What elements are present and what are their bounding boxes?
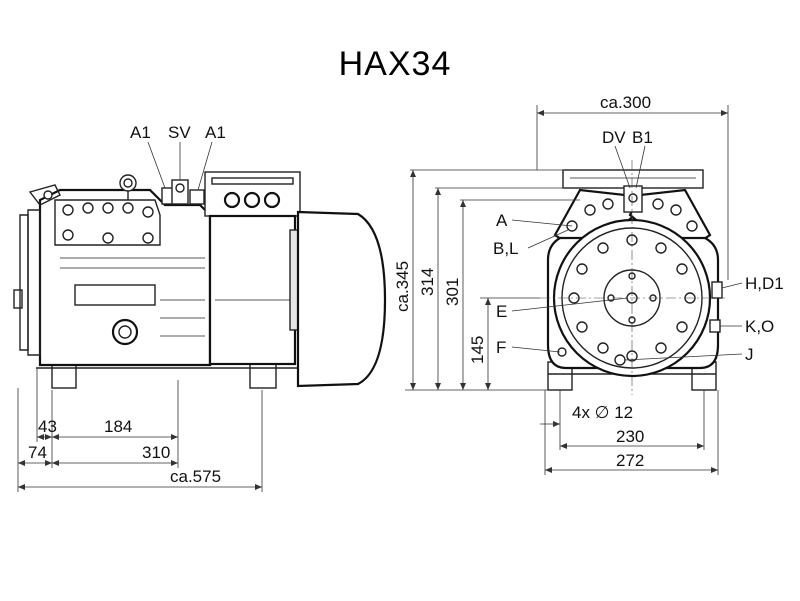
front-head-bolt — [686, 220, 698, 232]
label-dv: DV — [602, 128, 626, 147]
side-cylinder-head — [54, 199, 161, 246]
side-compressor-body — [38, 188, 212, 367]
front-view — [540, 160, 725, 395]
flange-bolt — [597, 242, 609, 254]
side-oil-port-inner — [118, 325, 132, 339]
lifting-eye-hole — [123, 178, 133, 188]
dim-ca-345: ca.345 — [393, 261, 412, 312]
flange-bolt — [676, 321, 688, 333]
flange-bolt — [597, 342, 609, 354]
fitting-h-d1 — [711, 281, 723, 299]
head-bolt — [102, 202, 114, 214]
side-end-flange — [27, 209, 41, 356]
motor-housing — [208, 214, 297, 366]
label-a1-right: A1 — [205, 123, 226, 142]
label-b1: B1 — [632, 128, 653, 147]
side-end-fitting — [13, 289, 23, 309]
leader-j — [624, 353, 743, 361]
front-bottom-dimensions — [540, 390, 719, 475]
fitting-k-o — [709, 319, 721, 333]
dim-314: 314 — [418, 268, 437, 296]
dim-43: 43 — [38, 417, 57, 436]
leader-a — [511, 219, 573, 227]
valve-a1-right — [189, 189, 205, 205]
label-h-d1: H,D1 — [745, 274, 784, 293]
front-left-leaders — [511, 219, 629, 353]
valve-sv-cap — [175, 183, 185, 193]
flange-bolt — [576, 263, 588, 275]
valve-dv — [623, 185, 643, 213]
leader-dv — [614, 145, 631, 189]
side-service-cap — [43, 190, 53, 200]
arrows-row2 — [18, 460, 178, 466]
head-bolt — [122, 202, 134, 214]
leader-h-d1 — [721, 282, 743, 289]
front-head-bolt — [670, 204, 682, 216]
head-bolt — [102, 232, 114, 244]
side-end-plate — [19, 214, 29, 351]
fitting-j — [614, 354, 626, 366]
dim-301: 301 — [443, 278, 462, 306]
leader-b1 — [635, 145, 646, 189]
label-a: A — [496, 211, 508, 230]
label-j: J — [745, 345, 754, 364]
front-head-bolt — [652, 198, 664, 210]
head-bolt — [62, 204, 74, 216]
head-bolt — [62, 229, 74, 241]
label-a1-left: A1 — [130, 123, 151, 142]
cable-gland — [263, 191, 281, 209]
head-bolt — [142, 206, 154, 218]
label-e: E — [496, 302, 507, 321]
leader-a1-right — [197, 141, 213, 191]
side-view — [13, 171, 387, 389]
front-vertical-dimensions — [405, 169, 580, 391]
front-top-dimension — [536, 105, 729, 280]
dim-ca-300: ca.300 — [600, 93, 651, 112]
leader-bl — [527, 229, 569, 249]
flange-bolt — [655, 242, 667, 254]
side-view-dimensions — [17, 368, 263, 492]
label-k-o: K,O — [745, 317, 774, 336]
side-service-fitting — [28, 184, 61, 206]
leader-a1-left — [147, 141, 166, 189]
dim-74: 74 — [28, 443, 47, 462]
front-right-leaders — [624, 282, 743, 361]
valve-dv-cap — [628, 193, 638, 203]
dim-272: 272 — [616, 451, 644, 470]
drawing-title: HAX34 — [339, 45, 452, 83]
label-b-l: B,L — [493, 239, 519, 258]
label-f: F — [496, 338, 506, 357]
dim-4x-holes: 4x ∅ 12 — [572, 403, 633, 422]
side-oil-port — [111, 318, 139, 346]
head-bolt — [142, 232, 154, 244]
motor-flange — [289, 229, 299, 331]
front-head-bolt — [602, 198, 614, 210]
dim-230: 230 — [616, 427, 644, 446]
flange-bolt — [576, 321, 588, 333]
lifting-eye — [119, 174, 137, 192]
cable-gland — [223, 191, 241, 209]
dim-145: 145 — [468, 336, 487, 364]
terminal-box-lid — [211, 177, 294, 185]
side-view-leaders — [147, 141, 213, 191]
dim-184: 184 — [104, 417, 132, 436]
leader-e — [511, 297, 629, 312]
cable-gland — [243, 191, 261, 209]
flange-bolt-circle — [568, 234, 696, 362]
side-oil-window — [74, 284, 156, 306]
dim-310: 310 — [142, 443, 170, 462]
front-head-bolt — [584, 204, 596, 216]
label-sv: SV — [168, 123, 191, 142]
motor-end-cover — [296, 210, 387, 388]
head-bolt — [82, 202, 94, 214]
flange-bolt — [655, 342, 667, 354]
dim-575: ca.575 — [170, 467, 221, 486]
flange-bolt — [676, 263, 688, 275]
leader-f — [511, 346, 561, 353]
